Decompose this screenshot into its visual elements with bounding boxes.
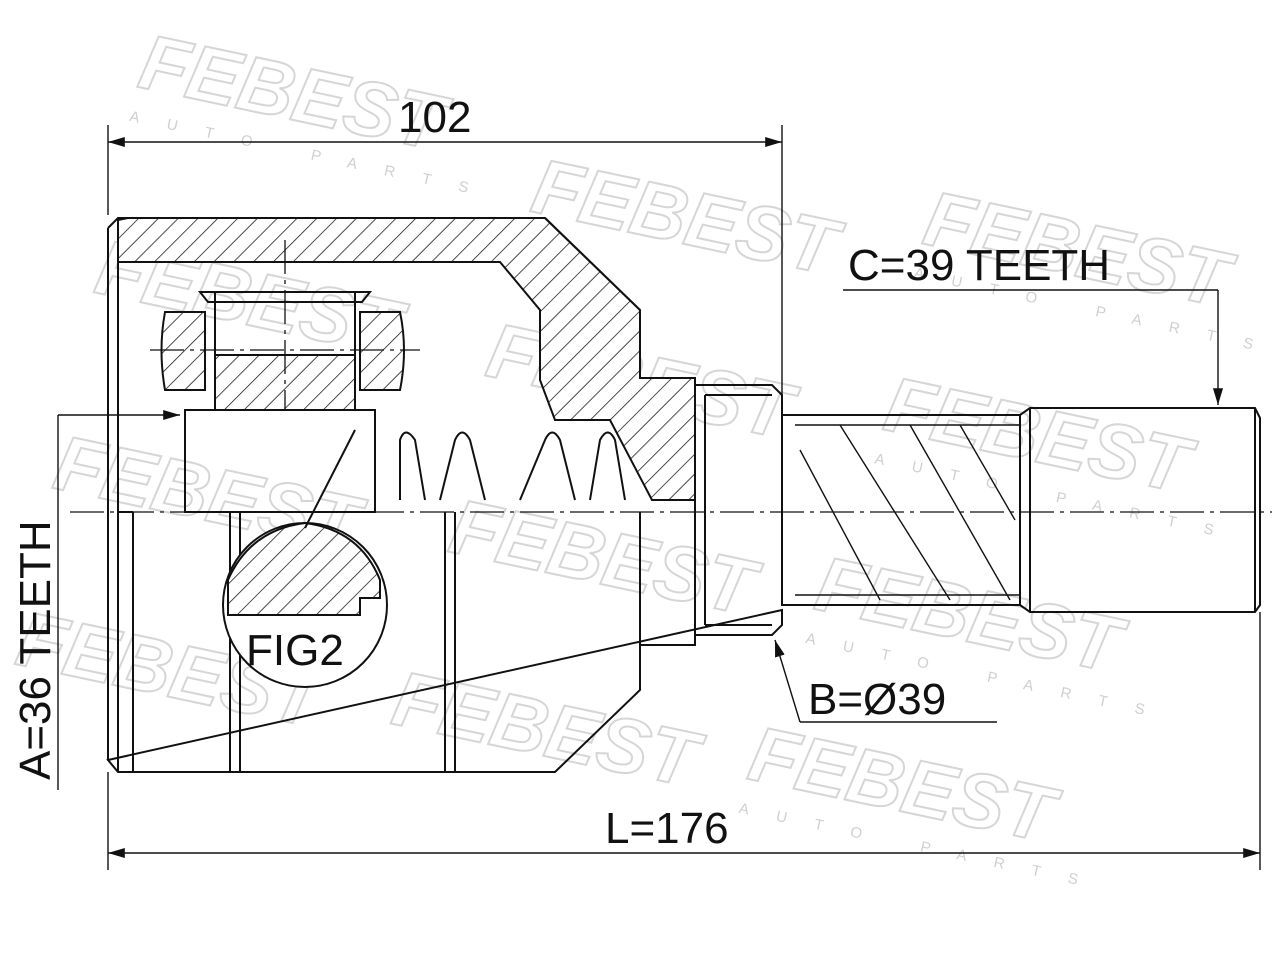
spider-hub (184, 409, 376, 513)
boot-folds (399, 431, 626, 501)
dim-a-label: A=36 TEETH (11, 520, 60, 780)
fig2-leader (304, 429, 356, 529)
roller-left (160, 311, 206, 391)
fig2-detail: FIG2 (222, 429, 388, 688)
output-shaft (781, 407, 1261, 613)
watermark-brand: FEBEST (443, 482, 768, 633)
dim-b-label: B=Ø39 (808, 675, 946, 724)
dim-176-label: L=176 (605, 804, 729, 853)
fig2-label: FIG2 (246, 626, 344, 675)
dimension-c-teeth: C=39 TEETH (843, 241, 1224, 405)
dimension-a-teeth: A=36 TEETH (11, 409, 180, 790)
dimension-102: 102 (107, 93, 783, 395)
dim-102-label: 102 (398, 93, 471, 142)
dimension-b-diameter: B=Ø39 (774, 639, 997, 724)
tripod-roller (150, 240, 420, 513)
roller-right (359, 311, 405, 391)
watermark-brand: FEBEST (386, 654, 711, 805)
dim-c-label: C=39 TEETH (848, 241, 1110, 290)
joint-housing (106, 217, 783, 773)
dimension-total-length: L=176 (107, 612, 1261, 870)
